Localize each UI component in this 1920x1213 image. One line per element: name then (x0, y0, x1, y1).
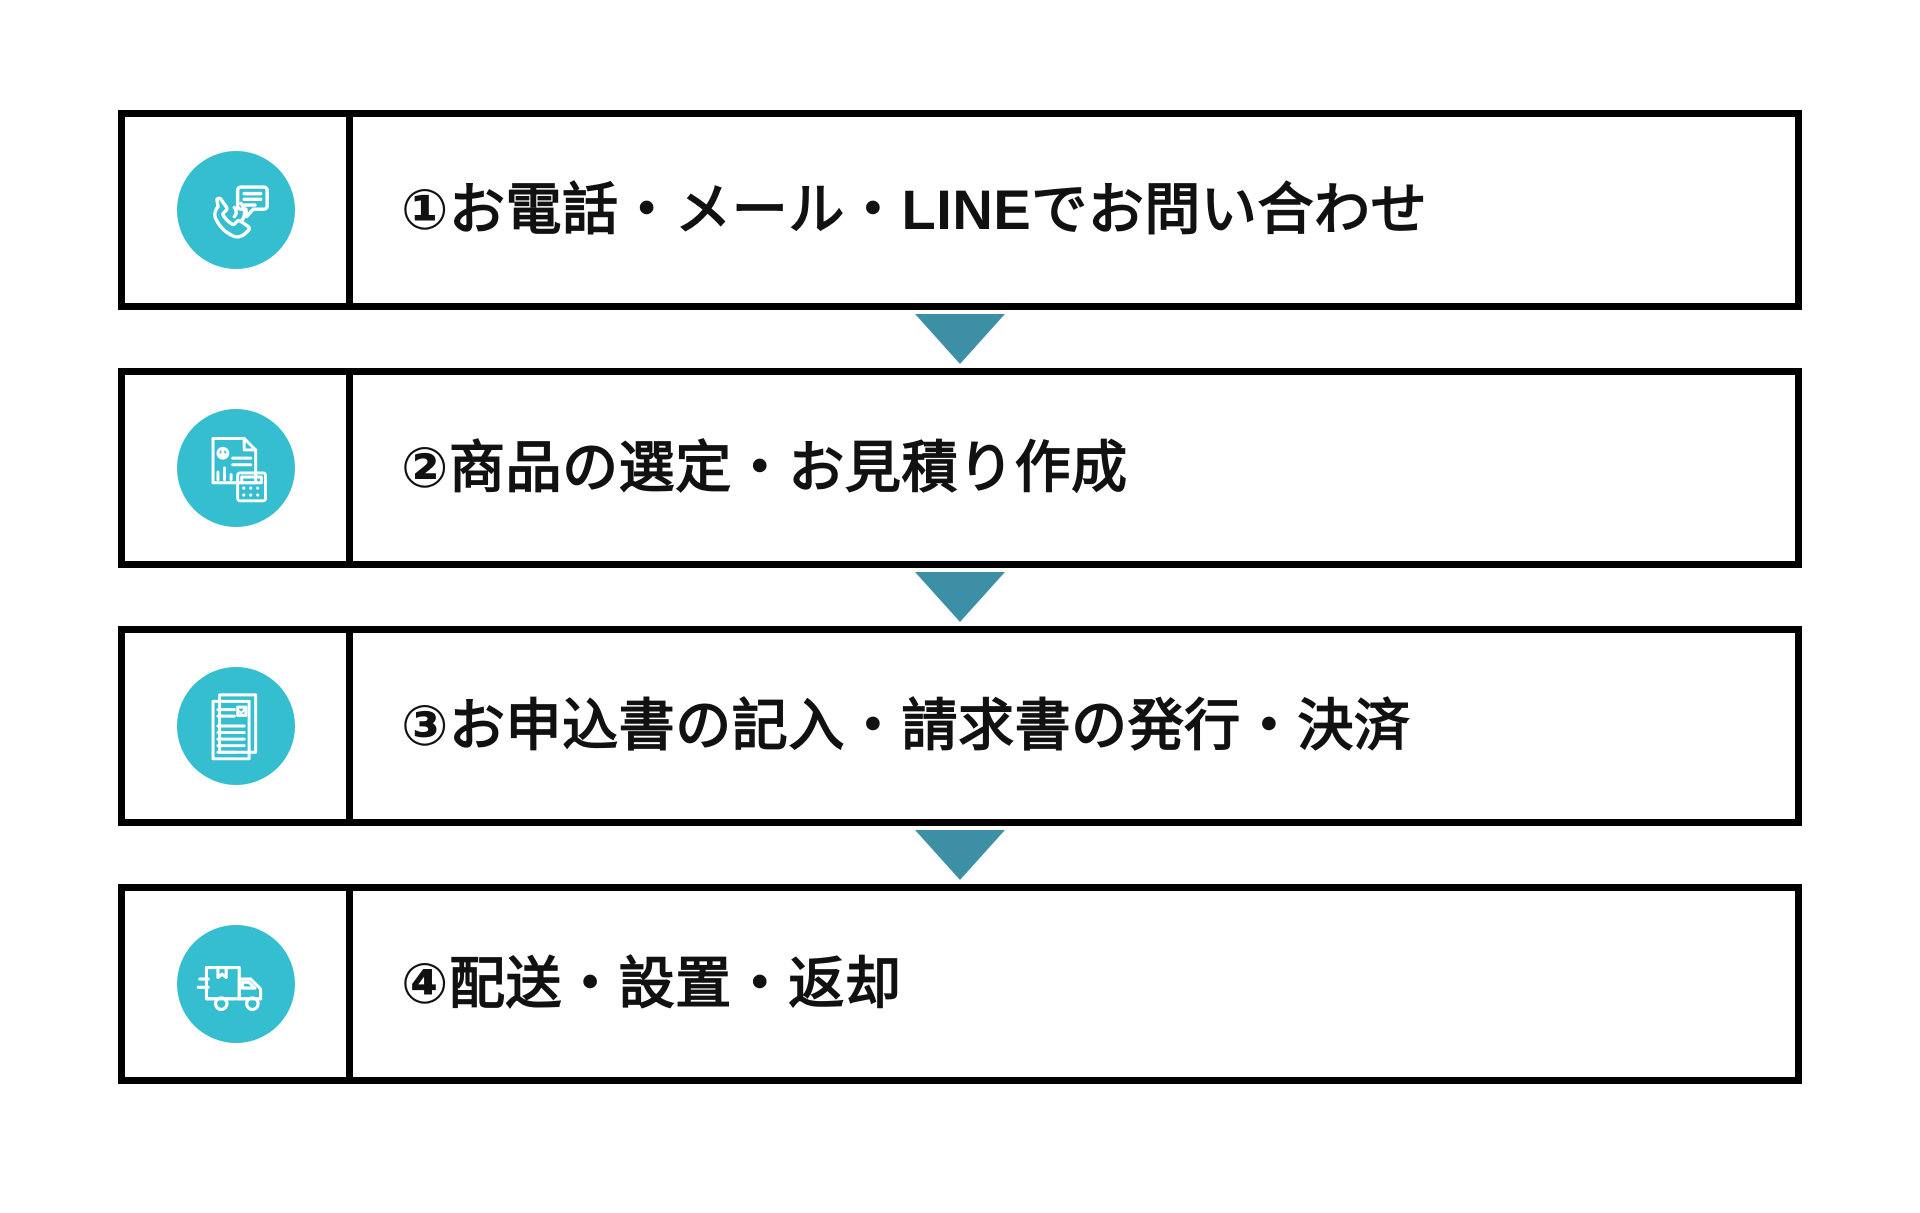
flow-step-1: ①お電話・メール・LINEでお問い合わせ (118, 110, 1802, 310)
arrow-down-icon (915, 572, 1005, 622)
step-3-label: ③お申込書の記入・請求書の発行・決済 (401, 694, 1411, 758)
document-check-icon (195, 685, 277, 767)
step-1-icon-cell (125, 117, 353, 303)
connector-3 (118, 826, 1802, 884)
arrow-down-icon (915, 830, 1005, 880)
delivery-truck-icon (195, 943, 277, 1025)
step-3-icon-disc (176, 667, 295, 785)
step-1-label: ①お電話・メール・LINEでお問い合わせ (401, 178, 1428, 242)
step-4-label: ④配送・設置・返却 (401, 952, 902, 1016)
arrow-down-icon (915, 314, 1005, 364)
connector-1 (118, 310, 1802, 368)
step-2-icon-disc (176, 409, 295, 527)
step-1-label-cell: ①お電話・メール・LINEでお問い合わせ (353, 117, 1795, 303)
flow-step-3: ③お申込書の記入・請求書の発行・決済 (118, 626, 1802, 826)
step-3-label-cell: ③お申込書の記入・請求書の発行・決済 (353, 633, 1795, 819)
step-1-icon-disc (176, 151, 295, 269)
invoice-calculator-icon (195, 427, 277, 509)
flow-step-4: ④配送・設置・返却 (118, 884, 1802, 1084)
step-4-icon-cell (125, 891, 353, 1077)
connector-2 (118, 568, 1802, 626)
step-4-label-cell: ④配送・設置・返却 (353, 891, 1795, 1077)
step-4-icon-disc (176, 925, 295, 1043)
step-3-icon-cell (125, 633, 353, 819)
step-2-label-cell: ②商品の選定・お見積り作成 (353, 375, 1795, 561)
step-2-label: ②商品の選定・お見積り作成 (401, 436, 1128, 500)
step-2-icon-cell (125, 375, 353, 561)
phone-chat-icon (195, 169, 277, 251)
flow-step-2: ②商品の選定・お見積り作成 (118, 368, 1802, 568)
